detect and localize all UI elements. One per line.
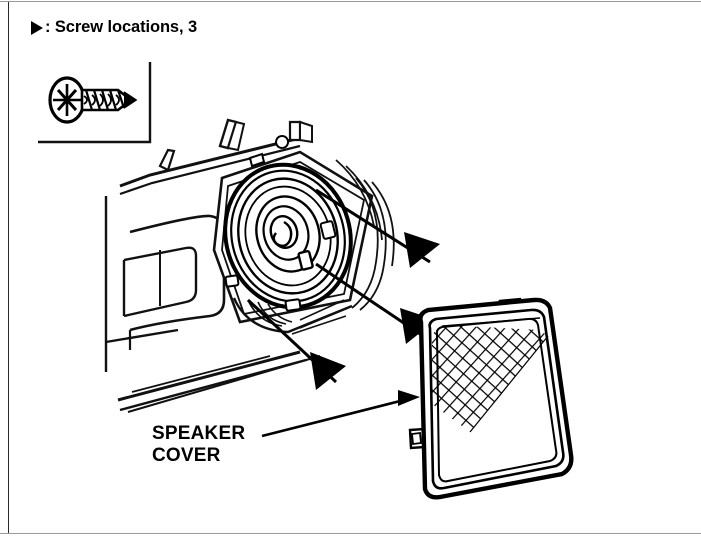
door-panel (104, 118, 321, 413)
screw-arrow-3 (246, 298, 346, 390)
top-rule (0, 1, 701, 2)
speaker-assembly (212, 135, 395, 335)
right-triangle-icon (31, 20, 43, 35)
legend-screw-locations: : Screw locations, 3 (31, 18, 197, 37)
speaker-cover-leader-line (261, 390, 420, 438)
legend-label: : Screw locations, 3 (45, 18, 198, 36)
speaker-cover-label: SPEAKER COVER (152, 423, 245, 468)
screw-icon (48, 76, 138, 124)
screw-inset-bracket (38, 62, 152, 144)
left-border-rule (8, 2, 9, 533)
speaker-cover (408, 297, 574, 500)
speaker-cover-label-line2: COVER (152, 445, 221, 467)
speaker-cover-label-line1: SPEAKER (152, 423, 246, 444)
bottom-rule (0, 533, 701, 534)
screw-arrow-1 (315, 188, 440, 268)
